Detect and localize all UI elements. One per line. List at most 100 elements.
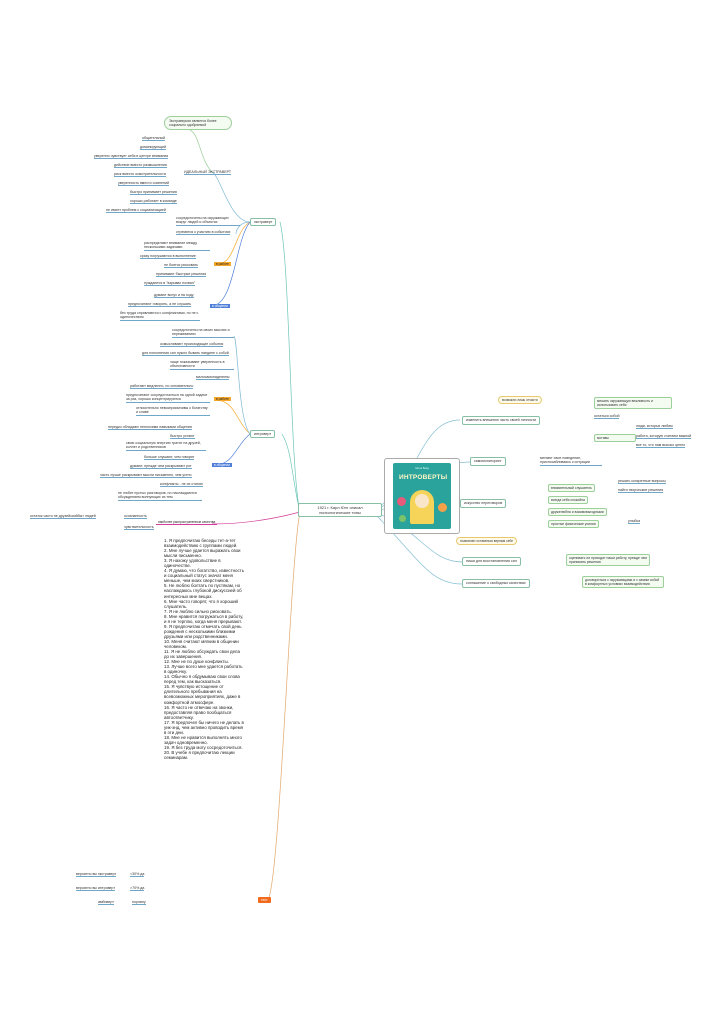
- introvert-comm-item: не любят пустых разговоров, но наслаждаю…: [118, 491, 202, 501]
- introvert-comm-item: думают, прежде чем раскрывают рот: [130, 464, 192, 470]
- self-monitoring-desc: меняют свое поведение, приспосабливаясь …: [540, 456, 602, 466]
- quiz-item: 13. Лучше всего мне удается работать в о…: [164, 664, 243, 675]
- negotiation-item[interactable]: всегда себя спокойна: [548, 496, 588, 505]
- extravert-work-item: распределяют внимание между несколькими …: [144, 241, 210, 251]
- introvert-comm-item: конфликты - не их стихия: [160, 482, 203, 488]
- ideal-item: риск вместо осмотрительности: [114, 172, 166, 178]
- quiz-item: 12. Мне не по душе конфликты.: [164, 659, 229, 665]
- motive-item: люди, которых любим: [636, 424, 673, 430]
- node-recovery-niche[interactable]: ниша для восстановления сил: [462, 557, 521, 566]
- quiz-item: 11. Я не люблю обсуждать свои дела до их…: [164, 649, 240, 660]
- introvert-quality-leaf: остаток часто не друзейскийбыт людей: [30, 514, 96, 520]
- motive-item: все то, что нам высоко ценно: [636, 443, 686, 449]
- result-value: >70% да: [130, 886, 145, 892]
- tag-partial-change[interactable]: возможно лишь отчасти: [498, 396, 542, 404]
- bubble-social-approval[interactable]: Экстраверсия является более социально од…: [164, 116, 232, 131]
- tag-stay-true[interactable]: позволяют оставаться верным себе: [456, 537, 518, 545]
- quiz-item: 2. Мне лучше удается выражать свои мысли…: [164, 548, 241, 559]
- change-item: остаться собой: [594, 414, 620, 420]
- node-ideal-extravert[interactable]: ИДЕАЛЬНЫЙ ЭКСТРАВЕРТ: [184, 170, 232, 176]
- introvert-direct-item: чаще показывают уверенность в объективно…: [170, 360, 234, 370]
- extravert-comm-item: думают вслух и на ходу: [154, 293, 194, 299]
- extravert-work-item: нуждаются в "взрывах похвал": [144, 281, 196, 287]
- node-free-traits-agreement[interactable]: соглашение о свободных качествах: [462, 579, 530, 588]
- extravert-comm-item: предпочитают говорить, а не слушать: [128, 302, 192, 308]
- quiz-item: 4. Я думаю, что богатство, известность и…: [164, 568, 244, 584]
- node-test[interactable]: тест: [258, 897, 271, 903]
- introvert-direct-item: осмысливают происходящие события: [160, 342, 224, 348]
- recovery-desc: оценивать ли приходят наши работу, прежд…: [566, 554, 650, 567]
- book-deco-3: [399, 515, 406, 522]
- introvert-quality-item: осознанность: [124, 514, 147, 520]
- quiz-item: 15. Я чувствую истощение от длительного …: [164, 684, 241, 705]
- book-author: Антон Бонд: [415, 467, 429, 470]
- node-extravert[interactable]: экстраверт: [250, 218, 277, 226]
- introvert-comm-item: больше слушают, чем говорят: [144, 455, 195, 461]
- quiz-item: 5. Не люблю болтать по пустякам, но насл…: [164, 583, 242, 599]
- negotiation-item[interactable]: простые физические усилия: [548, 520, 599, 529]
- quiz-item: 9. Я предпочитаю отмечать свой день рожд…: [164, 623, 242, 639]
- quiz-list: 1. Я предпочитаю беседы тет-а-тет взаимо…: [164, 538, 244, 760]
- introvert-comm-item: свою социальную энергию тратят на друзей…: [126, 441, 206, 451]
- tag-introvert-qualities[interactable]: наиболее распространенные качества: [156, 520, 218, 525]
- central-topic[interactable]: 1921 г. Карл Юнг описал психологические …: [298, 503, 382, 517]
- result-label: амбиверт: [98, 900, 114, 906]
- result-label: вероятно вы интроверт: [76, 886, 115, 892]
- negotiation-sub-item: найти творческие решения: [618, 488, 664, 494]
- quiz-item: 1. Я предпочитаю беседы тет-а-тет взаимо…: [164, 538, 238, 549]
- extravert-work-item: принимают быстрые решения: [156, 272, 207, 278]
- free-traits-desc: договориться с окружающими и с самим соб…: [582, 576, 664, 589]
- book-cover-image: Антон Бонд ИНТРОВЕРТЫ: [384, 458, 460, 534]
- introvert-work-item: относительно невосприимчивы к богатству …: [136, 406, 210, 416]
- quiz-item: 6. Мне часто говорят, что я хороший слуш…: [164, 598, 238, 609]
- extravert-work-item: сразу погружаются в выполнение: [140, 254, 196, 260]
- negotiation-item[interactable]: дружелюбна и взаимовыгодными: [548, 508, 607, 517]
- node-self-monitoring[interactable]: самомониторинг: [470, 457, 506, 466]
- quiz-item: 19. Я без труда могу сосредоточиться.: [164, 744, 243, 750]
- introvert-direct-item: малосамонадеянны: [196, 375, 230, 381]
- introvert-work-item: предпочитают сосредоточиться на одной за…: [126, 393, 210, 403]
- negotiation-item[interactable]: внимательный слушатель: [548, 484, 595, 493]
- introvert-quality-item: чувствительность: [124, 525, 154, 531]
- book-cover: Антон Бонд ИНТРОВЕРТЫ: [393, 463, 451, 529]
- quiz-item: 20. В учебе я предпочитаю лекции семинар…: [164, 749, 235, 761]
- ideal-item: хорошо работает в команде: [130, 199, 177, 205]
- central-topic-title: 1921 г. Карл Юнг описал психологические …: [317, 505, 363, 515]
- extravert-direct-item: стремятся к участию в событиях: [176, 230, 231, 236]
- book-deco-2: [438, 503, 447, 512]
- extravert-work-item: не боятся рисковать: [164, 263, 199, 269]
- quiz-item: 16. Я часто не отвечаю на звонки, предос…: [164, 704, 234, 720]
- extravert-comm-item: без труда справляются с конфликтами, но …: [120, 311, 200, 321]
- ideal-item: быстро принимает решения: [130, 190, 177, 196]
- tag-introvert-work[interactable]: в работе: [214, 397, 231, 401]
- tag-extravert-work[interactable]: в работе: [214, 262, 231, 266]
- ideal-item: уверенность вместо сомнений: [118, 181, 169, 187]
- negotiation-sub-item: решать конкретные вопросы: [618, 479, 666, 485]
- node-negotiation[interactable]: искусство переговоров: [460, 499, 507, 508]
- quiz-item: 8. Мне нравится погружаться в работу, и …: [164, 613, 244, 624]
- ideal-item: действие вместо размышления: [114, 163, 167, 169]
- node-introvert[interactable]: интроверт: [250, 430, 276, 438]
- result-label: вероятно вы экстраверт: [76, 872, 117, 878]
- change-item: мешать окружающую вежливость и использов…: [594, 397, 672, 410]
- quiz-item: 14. Обычно я обдумываю свои слова перед …: [164, 674, 240, 685]
- result-value: поровну: [132, 900, 146, 906]
- introvert-comm-item: быстро устают: [170, 434, 195, 440]
- negotiation-extra: улыбка: [628, 519, 641, 525]
- introvert-comm-item: часто лучше раскрывают мысли письменно, …: [100, 473, 192, 479]
- book-face: [415, 494, 429, 508]
- book-title: ИНТРОВЕРТЫ: [399, 474, 448, 481]
- book-deco-1: [397, 497, 406, 506]
- ideal-item: общительный: [142, 136, 166, 142]
- change-item-motives[interactable]: мотивы: [594, 434, 636, 443]
- ideal-item: доминирующий: [140, 145, 166, 151]
- node-change-outer-personality[interactable]: изменить внешнюю часть своей личности: [462, 416, 541, 425]
- motive-item: работа, которую считаем важной: [636, 434, 692, 440]
- ideal-item: уверенно чувствует себя в центре внимани…: [94, 154, 169, 160]
- introvert-comm-item: нередко обладают неплохими навыками обще…: [108, 425, 192, 431]
- tag-introvert-comm[interactable]: в общении: [212, 463, 232, 467]
- quiz-item: 17. Я предпочел бы ничего не делать в уи…: [164, 719, 244, 735]
- tag-extravert-comm[interactable]: в общении: [210, 304, 230, 308]
- result-value: <30% да: [130, 872, 145, 878]
- introvert-work-item: работают медленно, но основательно: [130, 384, 194, 390]
